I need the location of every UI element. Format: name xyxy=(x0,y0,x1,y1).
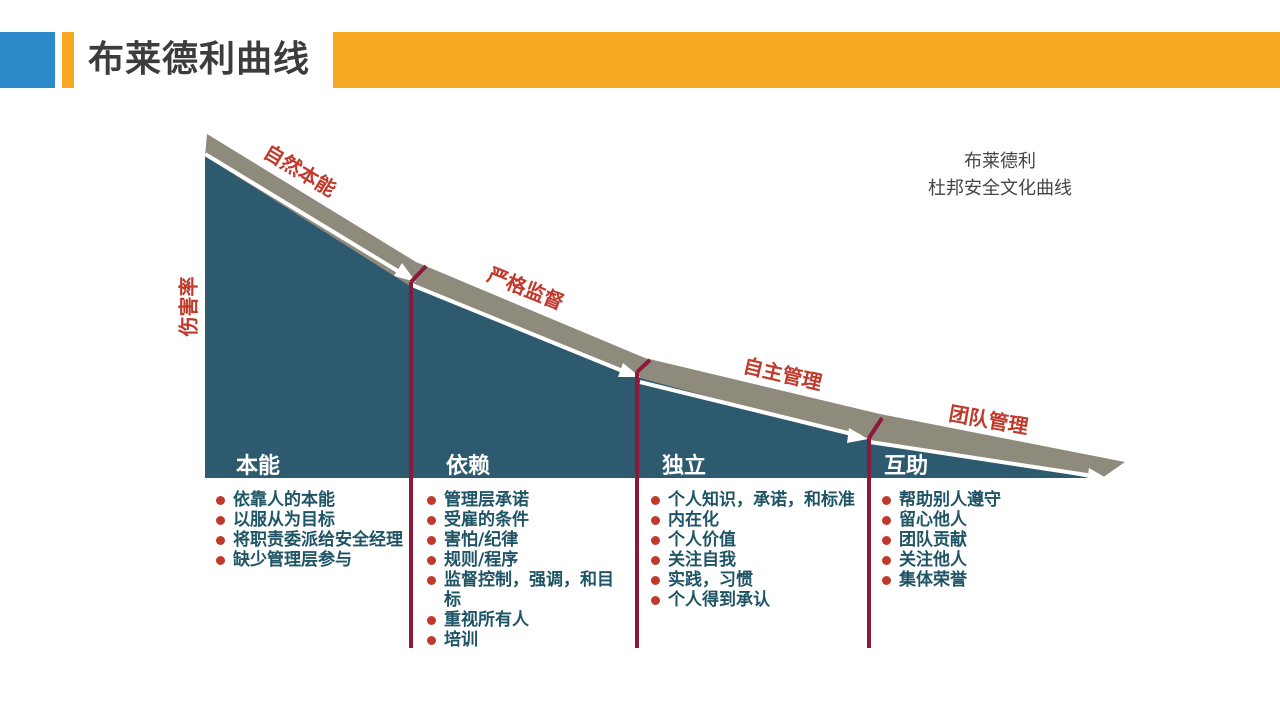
stage-title-1: 本能 xyxy=(236,453,280,479)
list-item: 团队贡献 xyxy=(882,530,1072,550)
page-title: 布莱德利曲线 xyxy=(88,39,311,80)
list-item: 关注自我 xyxy=(651,550,866,570)
divider-3-top xyxy=(867,416,884,440)
list-item: 依靠人的本能 xyxy=(216,490,406,510)
list-item: 受雇的条件 xyxy=(427,510,627,530)
stage-title-2: 依赖 xyxy=(446,453,490,479)
list-item: 个人知识，承诺，和标准 xyxy=(651,490,866,510)
curve-area xyxy=(205,152,1090,478)
list-item: 留心他人 xyxy=(882,510,1072,530)
list-item: 监督控制，强调，和目标 xyxy=(427,570,627,610)
list-item: 内在化 xyxy=(651,510,866,530)
list-item: 管理层承诺 xyxy=(427,490,627,510)
stage-title-3: 独立 xyxy=(662,453,706,479)
list-item: 实践，习惯 xyxy=(651,570,866,590)
diagram-subtitle: 布莱德利 杜邦安全文化曲线 xyxy=(900,148,1100,202)
list-item: 重视所有人 xyxy=(427,610,627,630)
header-gold-accent xyxy=(62,32,74,88)
stage-4-list: 帮助别人遵守 留心他人 团队贡献 关注他人 集体荣誉 xyxy=(882,490,1072,590)
list-item: 个人价值 xyxy=(651,530,866,550)
list-item: 集体荣誉 xyxy=(882,570,1072,590)
list-item: 将职责委派给安全经理 xyxy=(216,530,406,550)
list-item: 培训 xyxy=(427,630,627,650)
curve-arrow-lines xyxy=(203,152,1101,479)
stage-3-list: 个人知识，承诺，和标准 内在化 个人价值 关注自我 实践，习惯 个人得到承认 xyxy=(651,490,866,610)
list-item: 规则/程序 xyxy=(427,550,627,570)
header-blue-block xyxy=(0,32,55,88)
curve-arrow-heads xyxy=(394,263,1108,482)
stage-dividers xyxy=(409,264,884,648)
list-item: 个人得到承认 xyxy=(651,590,866,610)
header-gold-bar xyxy=(333,32,1280,88)
list-item: 关注他人 xyxy=(882,550,1072,570)
stage-title-4: 互助 xyxy=(884,454,928,479)
divider-2-top xyxy=(635,358,652,374)
stage-2-list: 管理层承诺 受雇的条件 害怕/纪律 规则/程序 监督控制，强调，和目标 重视所有… xyxy=(427,490,627,650)
stage-1-list: 依靠人的本能 以服从为目标 将职责委派给安全经理 缺少管理层参与 xyxy=(216,490,406,570)
divider-1-top xyxy=(409,264,428,284)
subtitle-line-1: 布莱德利 xyxy=(964,151,1036,172)
subtitle-line-2: 杜邦安全文化曲线 xyxy=(928,178,1072,199)
list-item: 害怕/纪律 xyxy=(427,530,627,550)
list-item: 缺少管理层参与 xyxy=(216,550,406,570)
y-axis-label: 伤害率 xyxy=(176,276,201,337)
list-item: 以服从为目标 xyxy=(216,510,406,530)
list-item: 帮助别人遵守 xyxy=(882,490,1072,510)
